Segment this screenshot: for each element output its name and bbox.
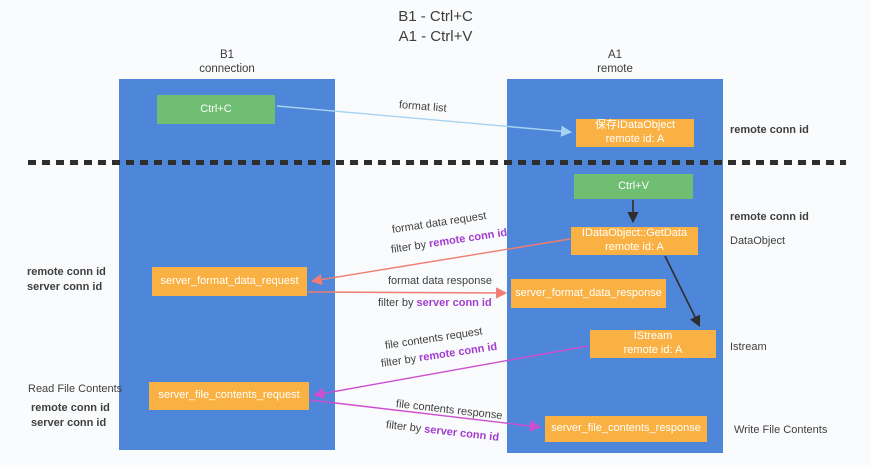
getdata-line2: remote id: A: [605, 241, 664, 253]
annotation-dataobject: DataObject: [730, 235, 786, 247]
annotation-remote-conn-id-top: remote conn id: [730, 124, 809, 136]
box-server-format-data-response: server_format_data_response: [511, 279, 666, 308]
server-conn-id-text: server conn id: [416, 297, 492, 309]
annotation-left-server-conn-id-top: server conn id: [27, 281, 103, 293]
arrow-file-contents-response: [309, 399, 542, 432]
title-line-1: B1 - Ctrl+C: [398, 8, 473, 25]
server-format-data-request-label: server_format_data_request: [160, 274, 299, 287]
arrow-format-data-request: [310, 238, 571, 286]
getdata-line1: IDataObject::GetData: [581, 227, 688, 240]
save-idataobject-line2: remote id: A: [605, 133, 665, 145]
box-istream: IStream remote id: A: [590, 330, 716, 358]
ctrl-c-label: Ctrl+C: [200, 102, 232, 115]
label-format-data-response-filter: filter by server conn id: [378, 297, 492, 309]
annotation-read-file-contents: Read File Contents: [28, 383, 123, 395]
lane-a1-role: remote: [597, 63, 633, 76]
server-format-data-response-label: server_format_data_response: [515, 286, 662, 299]
istream-line1: IStream: [633, 330, 673, 343]
annotation-left-remote-conn-id-bottom: remote conn id: [31, 402, 110, 414]
server-file-contents-response-label: server_file_contents_response: [551, 422, 701, 435]
box-ctrl-v: Ctrl+V: [574, 174, 693, 199]
arrow-file-contents-request: [312, 345, 589, 399]
arrow-format-data-response: [307, 287, 508, 299]
box-server-format-data-request: server_format_data_request: [152, 267, 307, 296]
annotation-remote-conn-id-mid: remote conn id: [730, 211, 809, 223]
arrow-format-list: [276, 105, 573, 137]
server-file-contents-request-label: server_file_contents_request: [158, 389, 300, 402]
annotation-left-remote-conn-id-top: remote conn id: [27, 266, 106, 278]
box-server-file-contents-request: server_file_contents_request: [149, 382, 309, 410]
box-idataobject-getdata: IDataObject::GetData remote id: A: [571, 227, 698, 255]
lane-header-b1: B1 connection: [119, 48, 335, 77]
title-line-2: A1 - Ctrl+V: [398, 27, 473, 45]
box-ctrl-c: Ctrl+C: [157, 95, 275, 124]
annotation-write-file-contents: Write File Contents: [734, 424, 828, 436]
lane-header-a1: A1 remote: [507, 48, 723, 77]
istream-line2: remote id: A: [623, 344, 683, 356]
filter-by-text: filter by: [378, 297, 417, 309]
box-server-file-contents-response: server_file_contents_response: [545, 416, 707, 442]
arrow-getdata-to-istream: [664, 255, 701, 328]
lane-a1-name: A1: [607, 49, 623, 61]
lane-b1-role: connection: [199, 63, 255, 76]
diagram-title: B1 - Ctrl+C A1 - Ctrl+V: [0, 7, 871, 47]
lane-b1-name: B1: [219, 49, 235, 61]
annotation-istream: Istream: [730, 341, 767, 353]
save-idataobject-line1: 保存IDataObject: [594, 119, 676, 132]
ctrl-v-label: Ctrl+V: [618, 179, 649, 192]
box-save-idataobject: 保存IDataObject remote id: A: [576, 119, 694, 147]
annotation-left-server-conn-id-bottom: server conn id: [31, 417, 107, 429]
label-format-data-response: format data response: [388, 275, 492, 287]
